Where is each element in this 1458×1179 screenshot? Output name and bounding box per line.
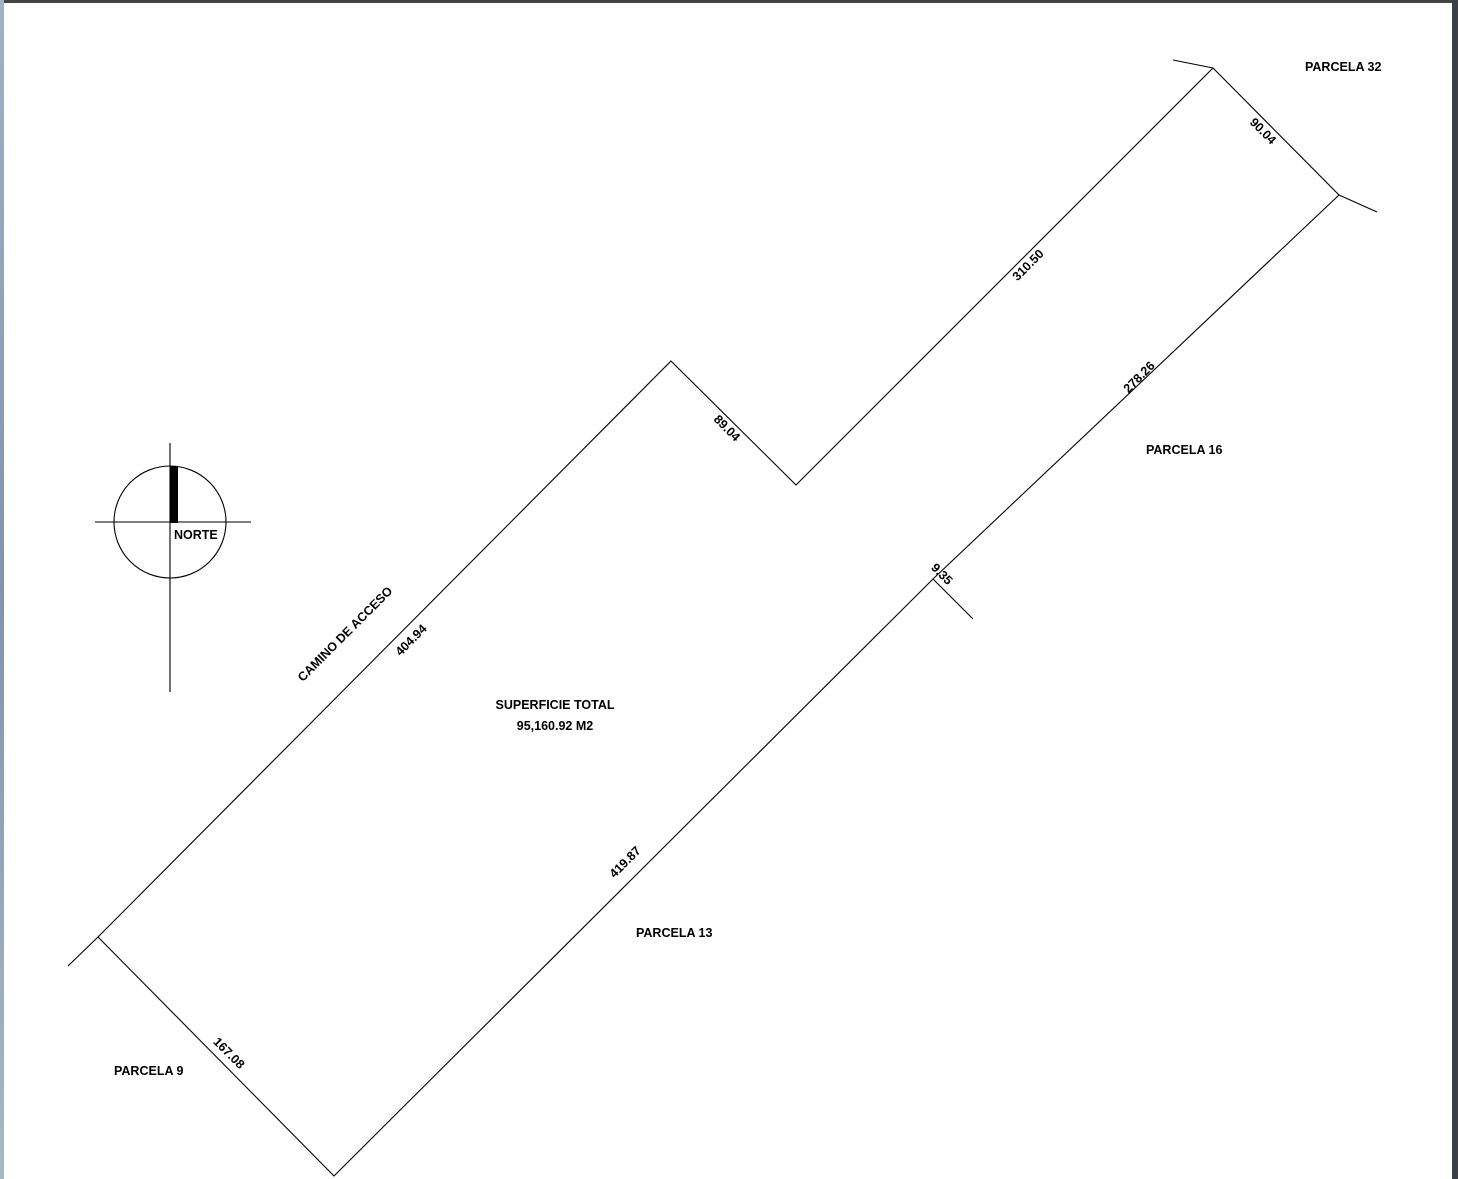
north-arrow-needle <box>170 466 178 523</box>
neighbor-label-parcela-9: PARCELA 9 <box>114 1064 184 1078</box>
corner-extension-se <box>932 578 974 620</box>
area-title: SUPERFICIE TOTAL <box>496 698 615 712</box>
dimension-label-90-04: 90.04 <box>1247 115 1279 147</box>
window-right-border <box>1452 0 1458 1179</box>
neighbor-label-parcela-13: PARCELA 13 <box>636 926 712 940</box>
area-value: 95,160.92 M2 <box>517 719 593 733</box>
north-label: NORTE <box>174 528 218 542</box>
dimension-label-89-04: 89.04 <box>711 412 743 444</box>
corner-extension-sw <box>67 936 99 967</box>
corner-extension-east <box>1338 194 1378 213</box>
dimension-label-167-08: 167.08 <box>210 1035 247 1072</box>
plan-sheet[interactable]: NORTE PARCELA 32 PARCELA 16 PARCELA 13 P… <box>4 3 1452 1179</box>
access-road-label: CAMINO DE ACCESO <box>295 584 396 685</box>
neighbor-label-parcela-16: PARCELA 16 <box>1146 443 1222 457</box>
dimension-label-404-94: 404.94 <box>393 622 430 659</box>
dimension-label-278-26: 278.26 <box>1121 359 1158 396</box>
survey-plan-drawing: NORTE PARCELA 32 PARCELA 16 PARCELA 13 P… <box>67 59 1381 1177</box>
dimension-label-9-35: 9.35 <box>928 561 955 588</box>
window-left-border <box>0 0 4 1179</box>
window-top-border <box>0 0 1458 3</box>
corner-extension-north <box>1172 59 1214 69</box>
dimension-label-419-87: 419.87 <box>607 844 644 881</box>
north-arrow: NORTE <box>95 443 251 692</box>
neighbor-label-parcela-32: PARCELA 32 <box>1305 60 1381 74</box>
parcel-boundary <box>97 67 1340 1177</box>
